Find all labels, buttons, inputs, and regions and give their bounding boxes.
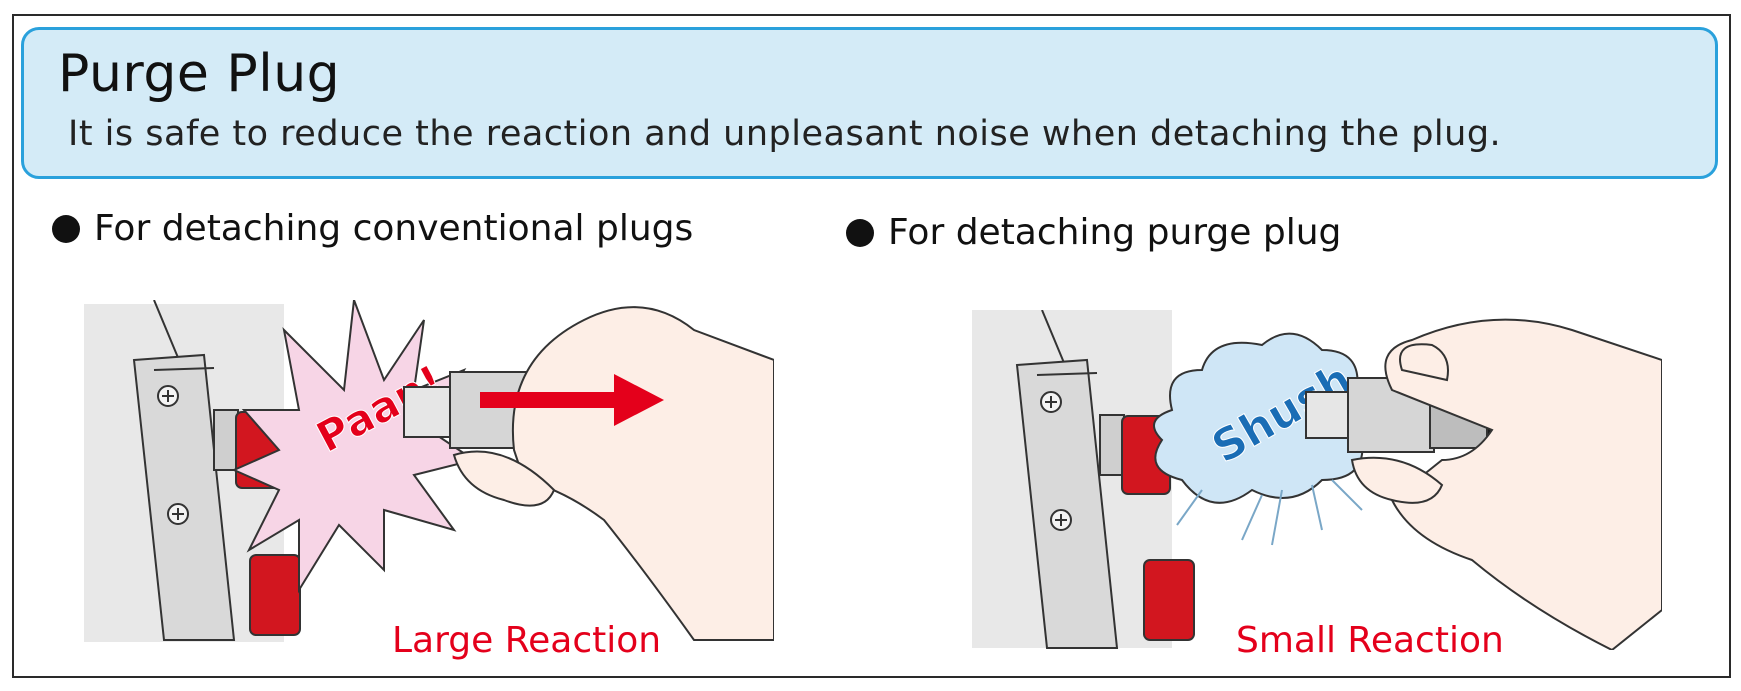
- air-streaks: [1176, 479, 1363, 546]
- burst-shape: [231, 300, 477, 594]
- banner-subtitle: It is safe to reduce the reaction and un…: [68, 114, 1502, 154]
- socket-lower: [249, 554, 301, 636]
- socket-lower: [1143, 559, 1195, 641]
- left-caption: Large Reaction: [392, 620, 662, 661]
- purge-plug-illustration: Shush: [972, 310, 1662, 650]
- title-banner: Purge Plug It is safe to reduce the reac…: [21, 27, 1718, 179]
- bracket: [1015, 358, 1119, 649]
- right-arrow-icon: [480, 374, 664, 426]
- right-caption: Small Reaction: [1236, 620, 1504, 661]
- right-heading-text: For detaching purge plug: [888, 212, 1342, 253]
- conventional-plug-illustration: Paan!: [84, 300, 774, 642]
- right-heading: For detaching purge plug: [846, 212, 1341, 253]
- bullet-icon: [846, 218, 874, 247]
- plug-nozzle: [403, 386, 455, 438]
- bullet-icon: [52, 214, 80, 243]
- index-finger: [1399, 343, 1449, 382]
- plug-nozzle: [1305, 391, 1353, 439]
- thumb: [452, 450, 556, 507]
- hand: [511, 306, 774, 641]
- thumb: [1350, 456, 1444, 504]
- bracket: [132, 353, 236, 641]
- left-heading-text: For detaching conventional plugs: [94, 208, 694, 249]
- left-heading: For detaching conventional plugs: [52, 208, 693, 249]
- banner-title: Purge Plug: [58, 44, 341, 104]
